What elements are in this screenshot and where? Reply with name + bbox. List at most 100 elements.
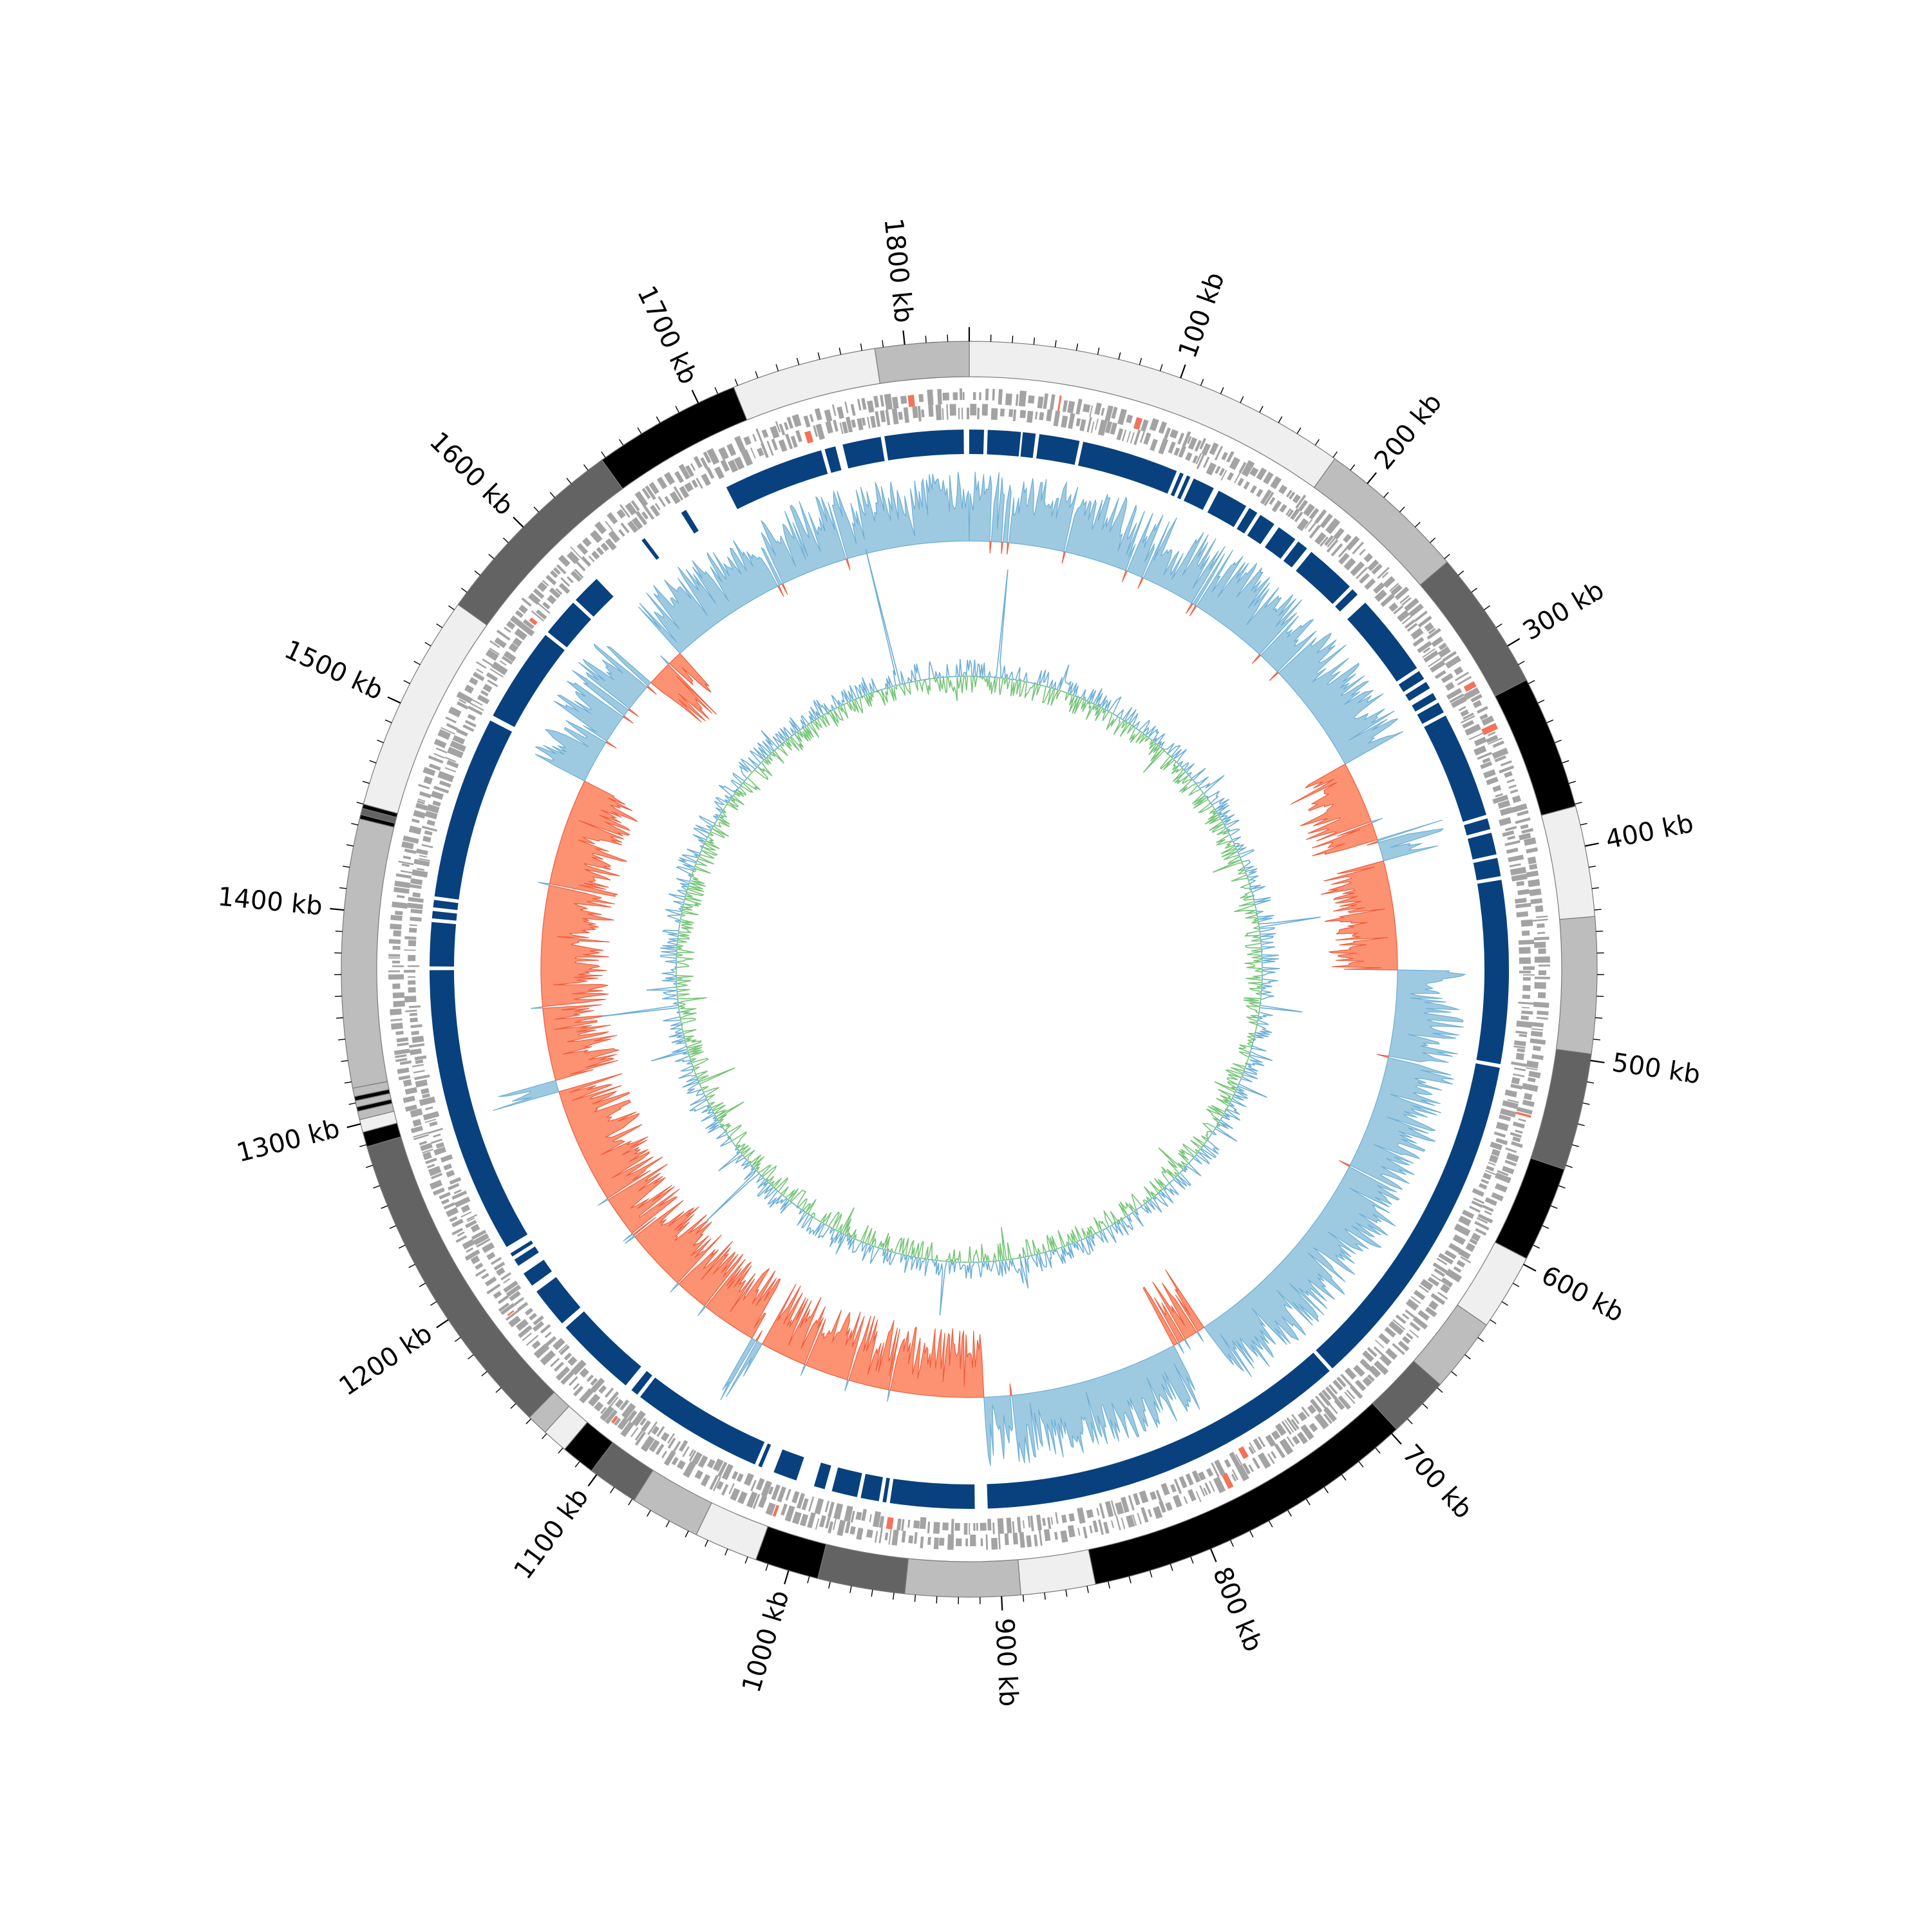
gene-feature: [1012, 1532, 1019, 1545]
gene-feature: [416, 867, 425, 871]
gene-feature: [1046, 409, 1053, 422]
gene-feature: [1522, 1083, 1539, 1092]
gene-feature: [775, 421, 781, 433]
gene-feature: [875, 411, 881, 427]
gene-feature: [1367, 1347, 1378, 1358]
gene-feature: [1533, 1001, 1549, 1008]
gene-feature: [462, 724, 475, 732]
gene-feature: [884, 1532, 889, 1540]
gene-feature: [411, 1030, 419, 1036]
gene-feature: [440, 1198, 450, 1205]
gene-feature: [1133, 1493, 1141, 1506]
gene-feature: [903, 407, 909, 423]
gene-feature: [503, 1280, 518, 1293]
gene-feature: [669, 491, 681, 504]
gene-feature: [1497, 800, 1511, 809]
gene-feature: [1492, 785, 1502, 792]
gene-feature: [428, 755, 444, 764]
gene-feature: [503, 1278, 511, 1284]
gene-feature: [1096, 1508, 1100, 1516]
gene-feature: [598, 1385, 607, 1394]
gene-feature: [1209, 442, 1219, 455]
gene-feature: [1491, 1192, 1504, 1202]
gene-feature: [393, 887, 410, 894]
gene-feature: [1473, 736, 1487, 746]
minor-tick: [1444, 553, 1450, 560]
gene-feature: [1077, 1528, 1081, 1536]
gene-feature: [1441, 1277, 1454, 1288]
gene-feature: [700, 1473, 711, 1487]
minor-tick: [481, 1371, 488, 1377]
gene-feature: [533, 588, 545, 600]
minor-tick: [1383, 491, 1389, 498]
gene-feature: [467, 714, 477, 721]
gene-feature: [477, 694, 490, 705]
gene-feature: [720, 459, 730, 472]
gene-feature: [1344, 1391, 1356, 1405]
gene-feature: [476, 668, 484, 674]
major-tick: [1590, 1059, 1605, 1064]
minor-tick: [1230, 1540, 1234, 1547]
minor-tick: [755, 371, 759, 379]
gene-feature: [1530, 898, 1543, 905]
gene-feature: [452, 735, 466, 745]
gene-feature: [1173, 1479, 1182, 1494]
gene-feature: [415, 1079, 428, 1088]
tick-label: 200 kb: [1368, 388, 1448, 475]
homology-block-31: [813, 1463, 831, 1490]
tick-label: 1100 kb: [508, 1482, 594, 1585]
gene-feature: [937, 389, 942, 405]
minor-tick: [665, 1520, 670, 1528]
gene-feature: [828, 1501, 835, 1518]
homology-block-7: [1183, 478, 1214, 510]
homology-block-9: [1236, 507, 1258, 534]
gene-feature: [1383, 576, 1396, 588]
gc-skew-segment-21: [1290, 763, 1372, 842]
gene-feature: [582, 537, 592, 547]
gene-feature: [761, 429, 769, 439]
gene-feature: [1057, 395, 1062, 412]
gene-feature: [1012, 409, 1017, 422]
gene-feature: [415, 848, 428, 855]
gene-feature: [1517, 889, 1530, 896]
gene-feature: [1377, 567, 1390, 579]
gene-feature: [1521, 1007, 1530, 1009]
gene-feature: [1488, 731, 1496, 737]
gene-feature: [591, 1378, 605, 1393]
gene-feature: [508, 1315, 522, 1328]
gene-feature: [750, 1479, 757, 1492]
gene-feature: [1158, 438, 1169, 455]
gene-feature: [456, 728, 468, 737]
gene-feature: [850, 404, 856, 416]
gene-feature: [1448, 1243, 1461, 1253]
gene-feature: [526, 1334, 539, 1346]
gene-feature: [1363, 553, 1374, 563]
contig-segment-13: [904, 1558, 1021, 1598]
gene-feature: [849, 1526, 856, 1535]
gene-feature: [412, 1064, 424, 1068]
gene-feature: [825, 1517, 831, 1529]
gene-feature: [717, 1461, 728, 1477]
minor-tick: [566, 478, 572, 484]
gene-feature: [422, 1093, 431, 1099]
gc-skew-segment-69: [549, 781, 638, 897]
gene-feature: [1484, 1197, 1497, 1206]
gene-feature: [914, 1531, 918, 1544]
gene-feature: [440, 727, 455, 735]
minor-tick: [1490, 1319, 1497, 1325]
gene-feature: [1437, 1291, 1448, 1300]
gene-feature: [927, 1521, 931, 1533]
gene-feature: [519, 622, 535, 637]
gene-feature: [878, 1528, 883, 1544]
homology-block-22: [1467, 832, 1497, 860]
gene-feature: [1314, 1396, 1327, 1409]
gene-feature: [635, 511, 648, 526]
gene-feature: [1508, 855, 1524, 862]
gene-feature: [1036, 1514, 1042, 1531]
gene-feature: [1150, 439, 1158, 451]
gene-feature: [1249, 1442, 1256, 1453]
gene-feature: [1289, 491, 1296, 500]
gene-feature: [1511, 795, 1522, 804]
gene-feature: [939, 1537, 945, 1546]
gene-feature: [573, 1385, 584, 1397]
